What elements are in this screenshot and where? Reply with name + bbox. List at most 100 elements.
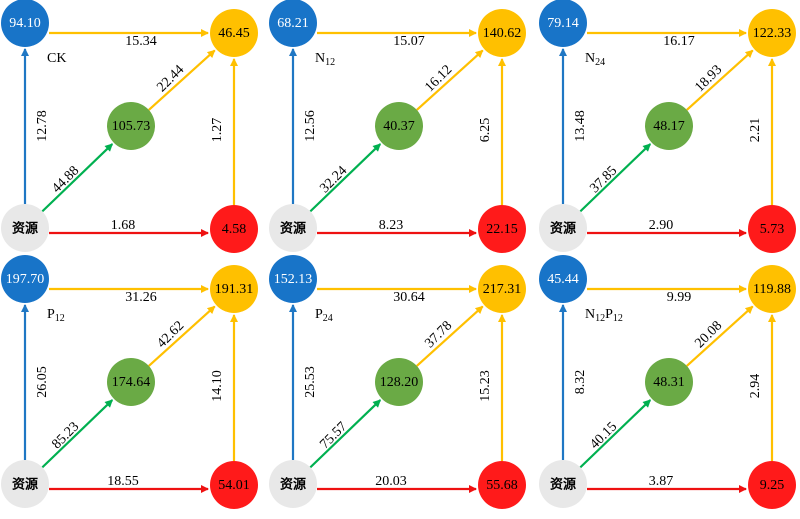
node-yellow <box>748 9 796 57</box>
node-blue <box>269 0 317 47</box>
panel-5: 30.6425.5375.5737.7815.2320.03152.13217.… <box>269 255 526 509</box>
node-yellow-value: 119.88 <box>753 282 791 297</box>
node-green-value: 40.37 <box>383 119 415 134</box>
node-source <box>269 204 317 252</box>
node-source-label: 资源 <box>280 477 306 493</box>
edge-label-source-to-red: 3.87 <box>649 474 674 489</box>
panel-label: CK <box>47 51 66 66</box>
edge-label-source-to-green: 85.23 <box>49 419 82 452</box>
edge-label-red-to-yellow: 6.25 <box>478 118 493 143</box>
edge-source-to-green <box>41 399 114 469</box>
edge-label-blue-to-yellow: 15.34 <box>125 34 157 49</box>
node-green-value: 48.31 <box>653 375 685 390</box>
node-red <box>210 205 258 253</box>
node-blue-value: 45.44 <box>547 272 579 287</box>
edge-label-source-to-green: 32.24 <box>317 163 350 196</box>
panel-6: 9.998.3240.1520.082.943.8745.44119.8848.… <box>539 255 796 509</box>
edge-label-red-to-yellow: 14.10 <box>210 370 225 402</box>
node-red-value: 22.15 <box>486 222 518 237</box>
node-red-value: 5.73 <box>760 222 785 237</box>
edge-label-blue-to-yellow: 30.64 <box>393 290 425 305</box>
node-yellow <box>478 265 526 313</box>
node-yellow-value: 217.31 <box>483 282 522 297</box>
edge-green-to-yellow <box>148 305 216 367</box>
edge-label-source-to-green: 75.57 <box>317 419 350 452</box>
edge-label-red-to-yellow: 2.21 <box>748 118 763 143</box>
edge-green-to-yellow <box>686 305 754 367</box>
node-green-value: 174.64 <box>112 375 151 390</box>
node-red <box>748 461 796 509</box>
node-source-label: 资源 <box>550 477 576 493</box>
edge-label-source-to-blue: 12.78 <box>35 110 50 142</box>
node-green <box>107 102 155 150</box>
node-red <box>210 461 258 509</box>
edge-label-source-to-green: 37.85 <box>587 163 620 196</box>
node-green <box>645 102 693 150</box>
panel-3: 16.1713.4837.8518.932.212.9079.14122.334… <box>539 0 796 253</box>
edge-label-source-to-green: 40.15 <box>587 419 620 452</box>
node-blue <box>539 0 587 47</box>
node-red <box>748 205 796 253</box>
edge-label-source-to-red: 8.23 <box>379 218 404 233</box>
edge-green-to-yellow <box>148 49 216 111</box>
node-blue-value: 152.13 <box>274 272 313 287</box>
edge-label-source-to-blue: 13.48 <box>573 110 588 142</box>
node-green-value: 48.17 <box>653 119 685 134</box>
edge-green-to-yellow <box>686 49 754 111</box>
node-yellow <box>210 265 258 313</box>
edge-label-blue-to-yellow: 9.99 <box>667 290 692 305</box>
node-blue <box>1 255 49 303</box>
node-source <box>1 204 49 252</box>
edge-label-source-to-blue: 8.32 <box>573 370 588 395</box>
node-yellow <box>748 265 796 313</box>
edge-label-source-to-red: 20.03 <box>375 474 407 489</box>
edge-source-to-green <box>41 143 114 213</box>
panel-1: 15.3412.7844.8822.441.271.6894.1046.4510… <box>1 0 258 253</box>
edge-label-red-to-yellow: 15.23 <box>478 370 493 402</box>
panel-label: P12 <box>47 307 65 324</box>
edge-source-to-green <box>309 399 382 469</box>
node-green <box>645 358 693 406</box>
node-blue-value: 79.14 <box>547 16 579 31</box>
node-source-label: 资源 <box>550 221 576 237</box>
edge-label-blue-to-yellow: 15.07 <box>393 34 425 49</box>
edge-label-blue-to-yellow: 16.17 <box>663 34 695 49</box>
node-source-label: 资源 <box>12 221 38 237</box>
node-yellow-value: 122.33 <box>753 26 792 41</box>
node-yellow-value: 191.31 <box>215 282 254 297</box>
node-source <box>539 460 587 508</box>
edge-green-to-yellow <box>416 305 484 367</box>
panel-label: N12 <box>315 51 335 68</box>
node-blue <box>539 255 587 303</box>
edge-label-red-to-yellow: 2.94 <box>748 374 763 399</box>
node-red <box>478 205 526 253</box>
panel-label: P24 <box>315 307 333 324</box>
node-blue-value: 197.70 <box>6 272 45 287</box>
edge-label-source-to-red: 2.90 <box>649 218 674 233</box>
node-source <box>539 204 587 252</box>
node-blue <box>269 255 317 303</box>
panel-2: 15.0712.5632.2416.126.258.2368.21140.624… <box>269 0 526 253</box>
edge-label-source-to-blue: 12.56 <box>303 110 318 142</box>
edge-label-source-to-blue: 25.53 <box>303 366 318 398</box>
node-blue-value: 68.21 <box>277 16 309 31</box>
node-yellow-value: 46.45 <box>218 26 250 41</box>
node-green-value: 128.20 <box>380 375 419 390</box>
edge-label-blue-to-yellow: 31.26 <box>125 290 157 305</box>
node-source-label: 资源 <box>12 477 38 493</box>
edge-label-source-to-blue: 26.05 <box>35 366 50 398</box>
edge-source-to-green <box>309 143 382 213</box>
edge-label-source-to-red: 1.68 <box>111 218 136 233</box>
panel-4: 31.2626.0585.2342.6214.1018.55197.70191.… <box>1 255 258 509</box>
node-source <box>1 460 49 508</box>
node-source <box>269 460 317 508</box>
node-red-value: 54.01 <box>218 478 250 493</box>
node-blue-value: 94.10 <box>9 16 41 31</box>
panel-label: N12P12 <box>585 307 623 324</box>
node-green <box>107 358 155 406</box>
edge-source-to-green <box>579 143 652 213</box>
node-yellow-value: 140.62 <box>483 26 522 41</box>
node-red-value: 55.68 <box>486 478 518 493</box>
